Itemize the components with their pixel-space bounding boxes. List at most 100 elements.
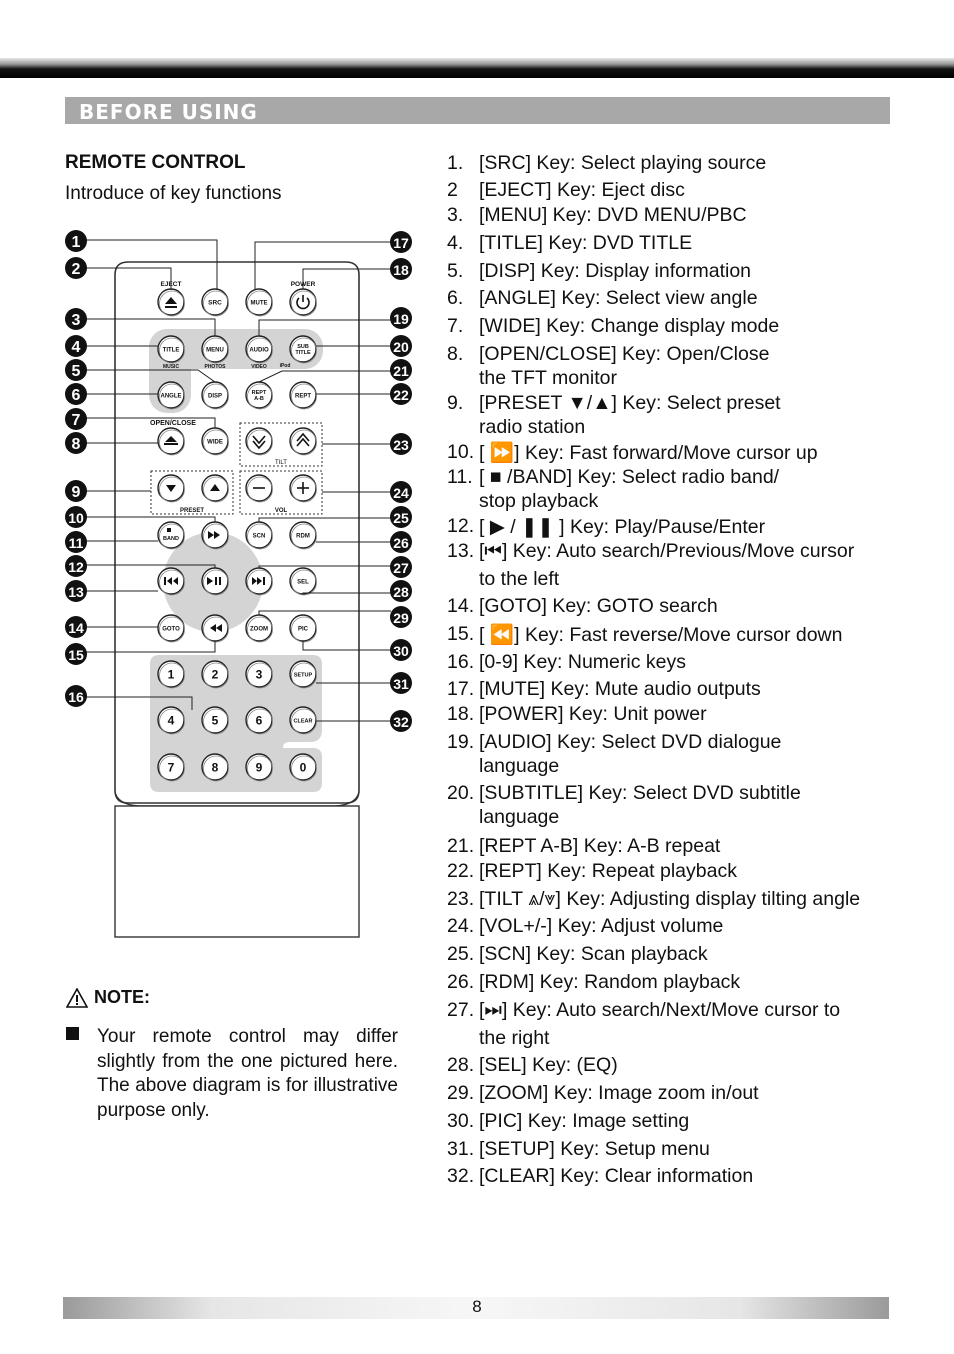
tilt-caption: TILT [275,460,287,466]
key-number: 9. [447,392,464,414]
key-number: 6. [447,287,464,309]
key-number: 27. [447,999,475,1021]
callout-number: 18 [393,262,409,278]
vol-down-button[interactable] [245,474,273,503]
title-button[interactable] [157,335,185,364]
key-number: 26. [447,971,475,993]
digit-button-2[interactable] [201,660,229,689]
callout-10: 10 [65,506,87,528]
key-number: 23. [447,888,475,910]
digit-button-8[interactable] [201,753,229,782]
preset-up-button[interactable] [201,474,229,503]
key-number: 32. [447,1165,475,1187]
key-number: 28. [447,1054,475,1076]
goto-button[interactable] [157,614,185,643]
src-button[interactable] [201,288,229,317]
key-number: 5. [447,260,464,282]
angle-button[interactable] [157,381,185,410]
leader-line [86,318,216,336]
key-number: 3. [447,204,464,226]
callout-number: 26 [393,535,409,551]
previous-button[interactable] [157,567,185,596]
callout-7: 7 [65,408,87,430]
angle-label: ANGLE [161,394,182,400]
callout-number: 22 [393,387,409,403]
callout-17: 17 [390,231,412,253]
subtitle-button[interactable] [289,335,317,364]
digit-label: 9 [256,761,263,775]
rdm-button[interactable] [289,521,317,550]
eject-button[interactable] [157,288,185,317]
vol-up-button[interactable] [289,474,317,503]
key-number: 22. [447,860,475,882]
zoom-label: ZOOM [250,627,268,633]
power-button[interactable] [289,288,317,317]
key-description: [MUTE] Key: Mute audio outputs [479,678,761,700]
digit-button-6[interactable] [245,706,273,735]
digit-button-9[interactable] [245,753,273,782]
key-description: [AUDIO] Key: Select DVD dialogue [479,731,782,753]
digit-button-7[interactable] [157,753,185,782]
tilt-up-button[interactable] [289,427,317,456]
tilt-down-button[interactable] [245,427,273,456]
callout-4: 4 [65,335,87,357]
band-label: BAND [163,536,179,542]
callout-number: 10 [68,510,84,526]
clear-label: CLEAR [294,719,313,725]
digit-button-1[interactable] [157,660,185,689]
callout-3: 3 [65,308,87,330]
digit-label: 0 [300,761,307,775]
callout-18: 18 [390,258,412,280]
rept-button[interactable] [289,381,317,410]
key-description: [ ⏪] Key: Fast reverse/Move cursor down [479,624,843,646]
menu-label: MENU [206,348,224,354]
callout-32: 32 [390,710,412,732]
note-title: NOTE: [94,987,150,1007]
disp-label: DISP [208,394,222,400]
key-description: [ZOOM] Key: Image zoom in/out [479,1082,759,1104]
callout-12: 12 [65,555,87,577]
digit-button-0[interactable] [289,753,317,782]
fast-reverse-button[interactable] [201,614,229,643]
key-description: [REPT] Key: Repeat playback [479,860,737,882]
leader-line [86,417,216,428]
top-bar [0,58,954,78]
leader-line [258,610,391,615]
photos-caption: PHOTOS [204,364,226,370]
sel-button[interactable] [289,567,317,596]
callout-number: 19 [393,311,409,327]
fast-forward-button[interactable] [201,521,229,550]
stop-band-button[interactable] [157,521,185,550]
digit-button-3[interactable] [245,660,273,689]
digit-button-4[interactable] [157,706,185,735]
callout-number: 16 [68,689,84,705]
wide-button[interactable] [201,427,229,456]
mute-button[interactable] [245,288,273,317]
key-number: 15. [447,623,475,645]
preset-box [150,470,234,515]
key-number: 20. [447,782,475,804]
setup-button[interactable] [289,660,317,689]
callout-number: 12 [68,559,84,575]
key-number: 11. [447,466,473,488]
key-description-continued: language [479,806,560,828]
open-close-button[interactable] [157,427,185,456]
callout-1: 1 [65,230,87,252]
digit-button-5[interactable] [201,706,229,735]
page-number: 8 [472,1297,482,1316]
preset-down-button[interactable] [157,474,185,503]
scn-label: SCN [253,534,266,540]
callout-24: 24 [390,481,412,503]
key-description: [SRC] Key: Select playing source [479,152,767,174]
sel-label: SEL [297,580,309,586]
section-header: BEFORE USING [65,97,890,124]
menu-button[interactable] [201,335,229,364]
subtitle-label: TITLE [295,350,311,356]
note-body: Your remote control may differ slightly … [66,1025,398,1123]
leader-line [258,565,391,568]
audio-label: AUDIO [249,348,269,354]
title-label: TITLE [163,348,180,354]
key-number: 31. [447,1138,475,1160]
key-description-continued: language [479,755,560,777]
key-description: [DISP] Key: Display information [479,260,752,282]
